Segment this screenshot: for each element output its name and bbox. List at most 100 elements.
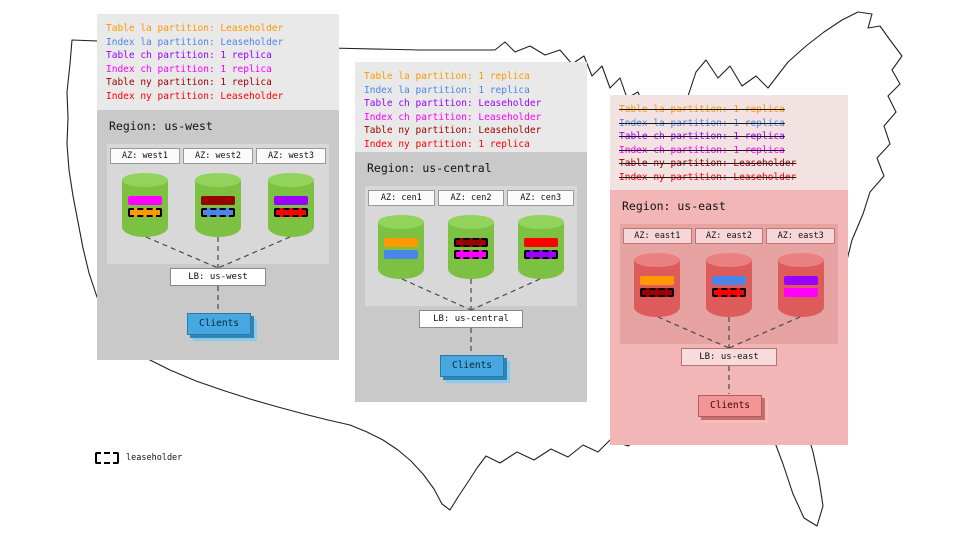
partition-status-line: Index ch partition: 1 replica (106, 63, 272, 75)
region-panel-us-central: Region: us-central AZ: cen1 AZ: cen2 (355, 152, 587, 402)
partition-status-line: Table ch partition: 1 replica (106, 50, 272, 61)
db-node-cylinder-icon (517, 215, 564, 279)
db-node-cylinder-icon (634, 253, 681, 317)
partition-bar (523, 238, 558, 247)
partition-bar (128, 196, 162, 205)
region-panel-us-west: Region: us-west AZ: west1 AZ: west2 (97, 110, 339, 360)
partition-bar (384, 250, 419, 259)
partition-bars (274, 196, 308, 217)
az-strip: AZ: cen1 AZ: cen2 (365, 186, 577, 306)
az-cen2: AZ: cen2 (437, 190, 505, 306)
partition-bars (640, 276, 675, 297)
az-east1: AZ: east1 (623, 228, 692, 344)
partition-status-line: Index ny partition: Leaseholder (106, 90, 284, 102)
partition-status-line: Table ny partition: Leaseholder (619, 158, 797, 169)
partition-status-line: Table ny partition: 1 replica (106, 77, 272, 88)
az-label: AZ: cen1 (368, 190, 435, 206)
partition-bars (523, 238, 558, 259)
partition-bar (274, 208, 308, 217)
clients-box: Clients (187, 313, 251, 335)
az-label: AZ: east3 (766, 228, 836, 244)
az-label: AZ: west2 (183, 148, 253, 164)
az-west1: AZ: west1 (110, 148, 180, 264)
partition-status-line: Index ch partition: Leaseholder (364, 111, 542, 123)
cylinder-top (777, 253, 824, 267)
az-strip: AZ: east1 AZ: east2 (620, 224, 838, 344)
partition-bars (128, 196, 162, 217)
annotation-box-us-west: Table la partition: Leaseholder Index la… (97, 14, 339, 111)
load-balancer: LB: us-west (170, 268, 266, 286)
az-label: AZ: cen3 (507, 190, 575, 206)
legend: leaseholder (95, 452, 182, 464)
db-node-cylinder-icon (268, 173, 314, 237)
cylinder-top (378, 215, 425, 229)
partition-bar (454, 250, 488, 259)
partition-bar (454, 238, 488, 247)
partition-bar (128, 208, 162, 217)
az-cen1: AZ: cen1 (368, 190, 435, 306)
partition-status-line: Table la partition: Leaseholder (106, 23, 284, 34)
partition-status-line: Index ny partition: Leaseholder (619, 171, 797, 183)
partition-bar (783, 276, 818, 285)
partition-status-line: Table la partition: 1 replica (619, 104, 785, 115)
load-balancer: LB: us-central (419, 310, 523, 328)
db-node-cylinder-icon (706, 253, 752, 317)
legend-label: leaseholder (126, 453, 183, 463)
partition-bars (201, 196, 235, 217)
partition-bar (640, 276, 675, 285)
cylinder-top (122, 173, 168, 187)
partition-status-line: Table ch partition: 1 replica (619, 131, 785, 142)
partition-bar (274, 196, 308, 205)
partition-bars (454, 238, 488, 259)
annotation-box-us-east: Table la partition: 1 replica Index la p… (610, 95, 848, 192)
az-label: AZ: west1 (110, 148, 180, 164)
clients-box: Clients (698, 395, 762, 417)
partition-bar (783, 288, 818, 297)
db-node-cylinder-icon (777, 253, 824, 317)
leaseholder-swatch-icon (95, 452, 119, 464)
partition-status-line: Index ny partition: 1 replica (364, 138, 530, 150)
az-label: AZ: cen2 (437, 190, 505, 206)
partition-bars (712, 276, 746, 297)
region-panel-us-east: Region: us-east AZ: east1 AZ: east2 (610, 190, 848, 445)
cylinder-top (448, 215, 494, 229)
partition-bar (384, 238, 419, 247)
db-node-cylinder-icon (195, 173, 241, 237)
partition-status-line: Table ny partition: Leaseholder (364, 125, 542, 136)
cylinder-top (634, 253, 681, 267)
partition-status-line: Table la partition: 1 replica (364, 71, 530, 82)
az-west3: AZ: west3 (256, 148, 326, 264)
az-label: AZ: east1 (623, 228, 692, 244)
cylinder-top (517, 215, 564, 229)
cylinder-top (268, 173, 314, 187)
region-title: Region: us-west (109, 119, 213, 133)
az-label: AZ: west3 (256, 148, 326, 164)
db-node-cylinder-icon (122, 173, 168, 237)
annotation-box-us-central: Table la partition: 1 replica Index la p… (355, 62, 587, 159)
partition-bar (201, 208, 235, 217)
partition-bar (712, 288, 746, 297)
az-west2: AZ: west2 (183, 148, 253, 264)
partition-status-line: Index la partition: 1 replica (364, 84, 530, 96)
region-title: Region: us-east (622, 199, 726, 213)
az-east3: AZ: east3 (766, 228, 836, 344)
region-title: Region: us-central (367, 161, 492, 175)
partition-status-line: Table ch partition: Leaseholder (364, 98, 542, 109)
az-strip: AZ: west1 AZ: west2 (107, 144, 329, 264)
db-node-cylinder-icon (378, 215, 425, 279)
partition-bars (384, 238, 419, 259)
partition-bar (640, 288, 675, 297)
clients-box: Clients (440, 355, 504, 377)
az-east2: AZ: east2 (694, 228, 764, 344)
cylinder-top (195, 173, 241, 187)
partition-status-line: Index ch partition: 1 replica (619, 144, 785, 156)
partition-bar (201, 196, 235, 205)
load-balancer: LB: us-east (681, 348, 777, 366)
partition-bar (523, 250, 558, 259)
partition-status-line: Index la partition: 1 replica (619, 117, 785, 129)
az-label: AZ: east2 (694, 228, 764, 244)
az-cen3: AZ: cen3 (507, 190, 575, 306)
partition-bar (712, 276, 746, 285)
partition-status-line: Index la partition: Leaseholder (106, 36, 284, 48)
